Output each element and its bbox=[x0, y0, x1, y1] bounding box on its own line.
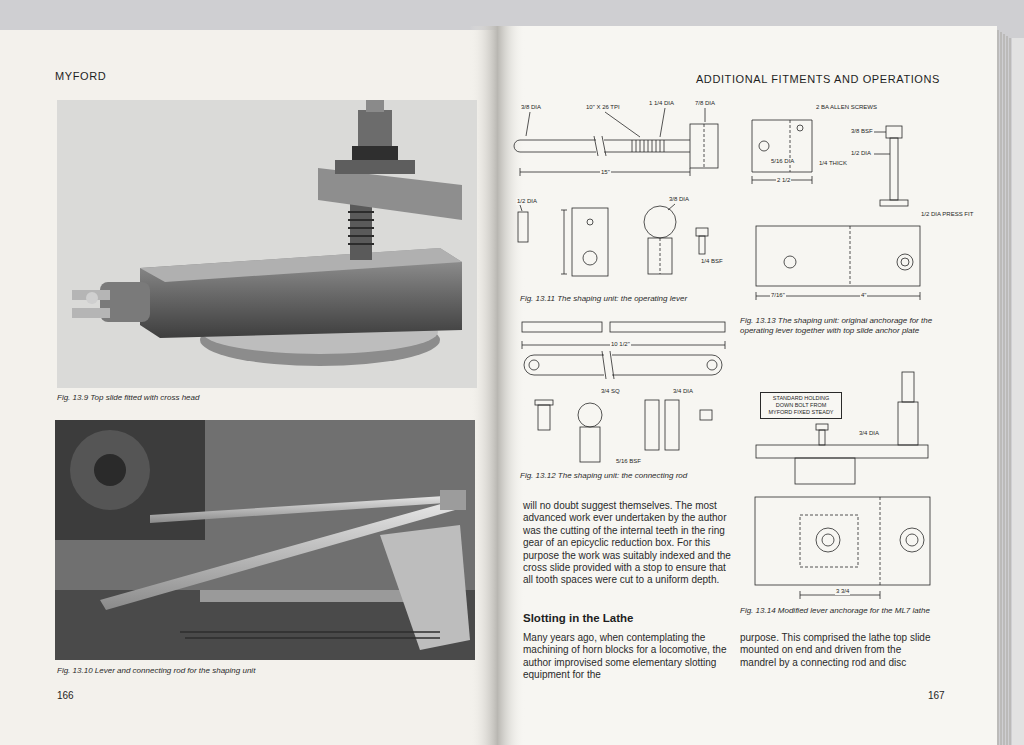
drawing-ml7-anchorage bbox=[755, 372, 930, 599]
figure-caption: Fig. 13.13 The shaping unit: original an… bbox=[740, 316, 940, 335]
dimension-label: 3/8 DIA bbox=[520, 104, 542, 111]
dimension-label: 10 1/2" bbox=[610, 341, 631, 348]
dimension-label: 2 BA ALLEN SCREWS bbox=[815, 104, 878, 111]
dimension-label: 1/4 THICK bbox=[818, 160, 848, 167]
photo-lathe-shaping-unit bbox=[55, 420, 475, 660]
dimension-label: 5/16 DIA bbox=[770, 158, 795, 165]
figure-caption: Fig. 13.9 Top slide fitted with cross he… bbox=[57, 393, 199, 403]
dimension-label: 3/4 SQ bbox=[600, 388, 621, 395]
drawing-connecting-rod bbox=[522, 322, 725, 462]
figure-caption: Fig. 13.11 The shaping unit: the operati… bbox=[520, 294, 687, 304]
body-text: Many years ago, when contemplating the m… bbox=[523, 632, 733, 682]
page-number: 167 bbox=[928, 690, 945, 702]
dimension-label: 7/8 DIA bbox=[694, 100, 716, 107]
page-number: 166 bbox=[57, 690, 74, 702]
dimension-label: 3/4 DIA bbox=[858, 430, 880, 437]
note-box: STANDARD HOLDING DOWN BOLT FROM MYFORD F… bbox=[760, 392, 842, 419]
drawing-anchorage bbox=[752, 120, 920, 300]
dimension-label: 1/2 DIA bbox=[516, 198, 538, 205]
dimension-label: 1 1/4 DIA bbox=[648, 100, 675, 107]
dimension-label: 10" X 26 TPI bbox=[585, 104, 621, 111]
dimension-label: 3/4 DIA bbox=[672, 388, 694, 395]
running-head: ADDITIONAL FITMENTS AND OPERATIONS bbox=[696, 73, 940, 86]
dimension-label: 3/8 BSF bbox=[850, 128, 874, 135]
dimension-label: 15" bbox=[600, 169, 611, 176]
running-head: MYFORD bbox=[55, 70, 106, 83]
body-text: purpose. This comprised the lathe top sl… bbox=[740, 632, 940, 669]
dimension-label: 4" bbox=[860, 292, 867, 299]
dimension-label: 2 1/2 bbox=[776, 177, 791, 184]
dimension-label: 3/8 DIA bbox=[668, 196, 690, 203]
body-text: will no doubt suggest themselves. The mo… bbox=[523, 500, 733, 587]
figure-caption: Fig. 13.10 Lever and connecting rod for … bbox=[57, 666, 255, 676]
photo-top-slide bbox=[57, 100, 477, 388]
figure-caption: Fig. 13.14 Modified lever anchorage for … bbox=[740, 606, 930, 616]
figure-caption: Fig. 13.12 The shaping unit: the connect… bbox=[520, 471, 687, 481]
dimension-label: 1/2 DIA bbox=[850, 150, 872, 157]
note-text: STANDARD HOLDING DOWN BOLT FROM MYFORD F… bbox=[764, 395, 838, 416]
section-heading: Slotting in the Lathe bbox=[523, 612, 634, 626]
drawing-operating-lever bbox=[514, 108, 718, 276]
dimension-label: 3 3/4 bbox=[835, 588, 850, 595]
dimension-label: 1/4 BSF bbox=[700, 258, 724, 265]
dimension-label: 1/2 DIA PRESS FIT bbox=[920, 211, 974, 218]
dimension-label: 5/16 BSF bbox=[615, 458, 642, 465]
dimension-label: 7/16" bbox=[770, 292, 786, 299]
